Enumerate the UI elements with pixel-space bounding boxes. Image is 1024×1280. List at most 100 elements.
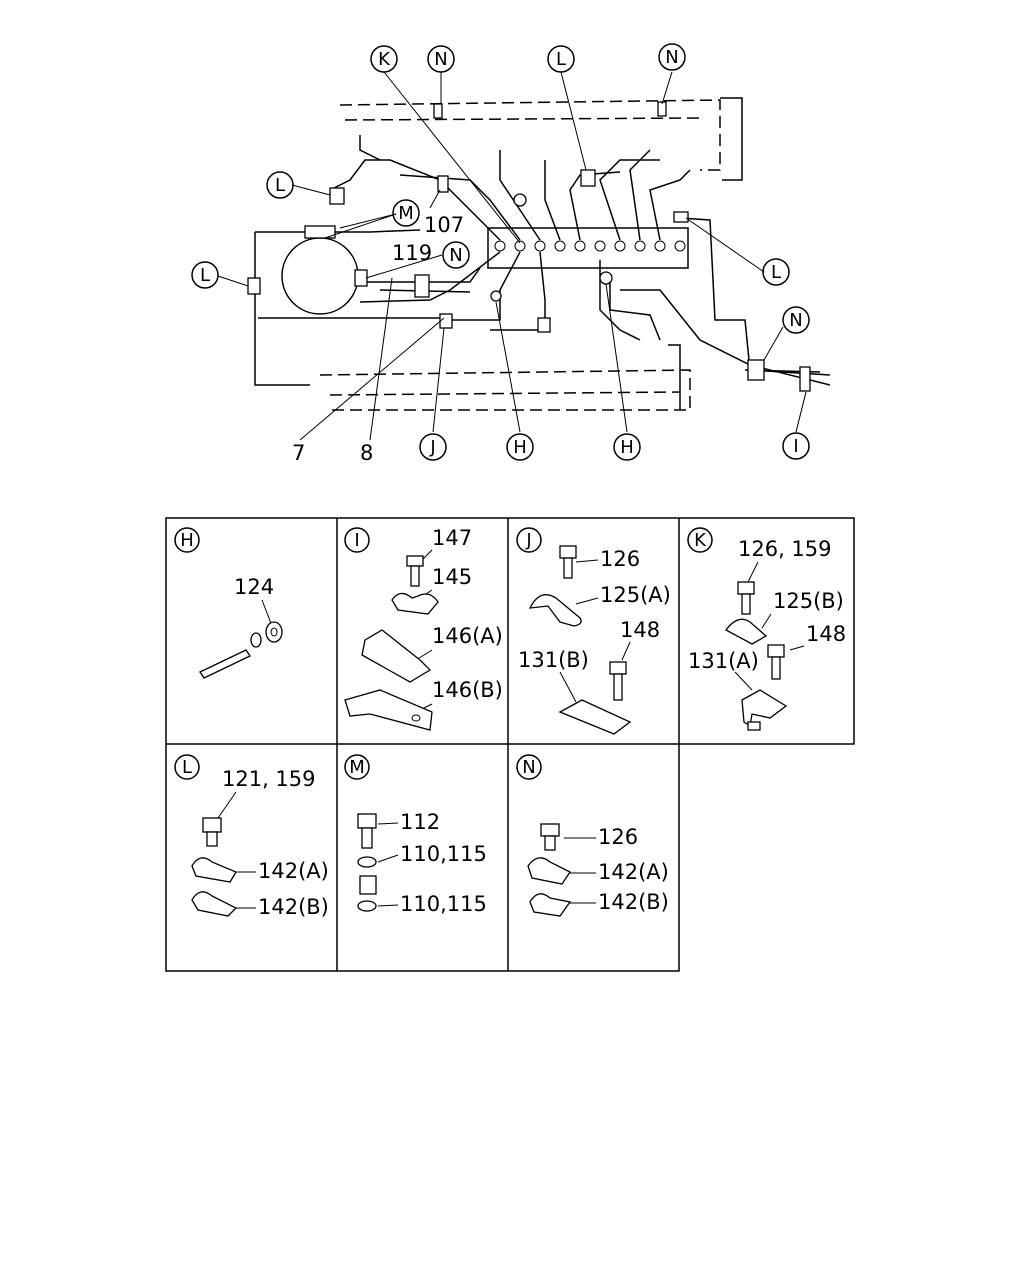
svg-text:N: N (522, 757, 535, 778)
callout-l-top: L (547, 45, 575, 73)
detail-panel-i: I 147 145 146(A) 146(B) (344, 526, 503, 731)
clamp-block (433, 103, 443, 119)
part-label-126-159: 126, 159 (738, 537, 832, 561)
clamp-block (580, 169, 596, 187)
detail-panel-n: N 126 142(A) 142(B) (516, 754, 669, 917)
clamp-142b-n (529, 893, 572, 917)
clamp-142a (191, 857, 237, 883)
svg-text:H: H (620, 437, 634, 458)
detail-panel-l: L 121, 159 142(A) 142(B) (174, 754, 329, 919)
part-label-146a: 146(A) (432, 624, 503, 648)
part-number-107: 107 (424, 213, 464, 237)
spacer (359, 875, 377, 895)
callout-m: M (392, 199, 420, 227)
part-label-146b: 146(B) (432, 678, 503, 702)
bolt-head (406, 555, 424, 567)
callout-n-mid: N (442, 241, 470, 269)
svg-text:L: L (556, 49, 566, 70)
detail-grid (165, 517, 855, 972)
clamp-block (439, 313, 453, 329)
part-label-125a: 125(A) (600, 583, 671, 607)
part-label-124: 124 (234, 575, 274, 599)
clamp-block (747, 359, 765, 381)
bolt-head (202, 817, 222, 833)
bolt-head (609, 661, 627, 675)
bolt-head (737, 581, 755, 595)
washer (357, 856, 377, 868)
callout-k-top: K (370, 45, 398, 73)
svg-text:K: K (378, 49, 391, 70)
svg-text:J: J (429, 437, 435, 458)
part-label-131b: 131(B) (518, 648, 589, 672)
part-label-142b-n: 142(B) (598, 890, 669, 914)
callout-i-bottom: I (782, 432, 810, 460)
detail-panel-k: K 126, 159 125(B) 148 131(A) (687, 527, 846, 731)
clamp (391, 592, 439, 615)
part-label-142a-n: 142(A) (598, 860, 669, 884)
part-label-110-115-a: 110,115 (400, 842, 487, 866)
clamp-block (304, 225, 336, 239)
part-label-147: 147 (432, 526, 472, 550)
part-label-131a: 131(A) (688, 649, 759, 673)
pump-outlets (494, 240, 686, 252)
svg-text:L: L (771, 262, 781, 283)
callout-n-right: N (782, 306, 810, 334)
clamp-block (537, 317, 551, 333)
svg-text:H: H (513, 437, 527, 458)
svg-text:L: L (275, 175, 285, 196)
part-label-142b-l: 142(B) (258, 895, 329, 919)
svg-text:L: L (182, 757, 192, 778)
svg-text:K: K (694, 530, 707, 551)
svg-text:M: M (349, 757, 365, 778)
part-label-126: 126 (600, 547, 640, 571)
clamp-125b (725, 618, 768, 645)
callout-n-top-2: N (658, 43, 686, 71)
detail-panel-h: H 124 (174, 527, 283, 679)
clamp-142b (191, 891, 238, 917)
callout-l-left-1: L (266, 171, 294, 199)
callout-l-left-2: L (191, 261, 219, 289)
bolt-head (767, 644, 785, 658)
clamp-block (414, 274, 430, 298)
callout-h-bottom-2: H (613, 433, 641, 461)
part-label-148-k: 148 (806, 622, 846, 646)
bolt-head (540, 823, 560, 837)
part-label-110-115-b: 110,115 (400, 892, 487, 916)
svg-text:H: H (180, 530, 194, 551)
nut (265, 621, 283, 643)
part-label-126-n: 126 (598, 825, 638, 849)
clamp-block (437, 175, 449, 193)
callout-n-top-1: N (427, 45, 455, 73)
clamp-142a-n (527, 857, 571, 885)
washer (357, 900, 377, 912)
part-label-125b: 125(B) (773, 589, 844, 613)
clamp-block (799, 366, 811, 392)
detail-panel-j: J 126 125(A) 148 131(B) (516, 527, 671, 735)
svg-text:I: I (793, 436, 798, 457)
callout-h-bottom-1: H (506, 433, 534, 461)
svg-text:N: N (434, 49, 447, 70)
stud-bolt (199, 649, 251, 679)
part-number-7: 7 (292, 441, 305, 465)
svg-text:N: N (789, 310, 802, 331)
bracket-146a (361, 629, 432, 683)
bolt-head (559, 545, 577, 559)
engine-overview: K N L N L M N L (191, 43, 831, 465)
clamp-block (329, 187, 345, 205)
bracket-146b (344, 689, 433, 731)
detail-panel-m: M 112 110,115 110,115 (344, 754, 487, 916)
plate-131a (741, 689, 788, 728)
svg-text:M: M (398, 203, 414, 224)
plate-131b (558, 699, 632, 735)
svg-text:N: N (665, 47, 678, 68)
svg-text:L: L (200, 265, 210, 286)
bolt-head (357, 813, 377, 829)
clamp-block (354, 269, 368, 287)
clamp-125a (528, 594, 582, 627)
clamp-block (247, 277, 261, 295)
callout-l-right: L (762, 258, 790, 286)
callout-j-bottom: J (419, 433, 447, 461)
part-label-142a-l: 142(A) (258, 859, 329, 883)
part-label-112: 112 (400, 810, 440, 834)
